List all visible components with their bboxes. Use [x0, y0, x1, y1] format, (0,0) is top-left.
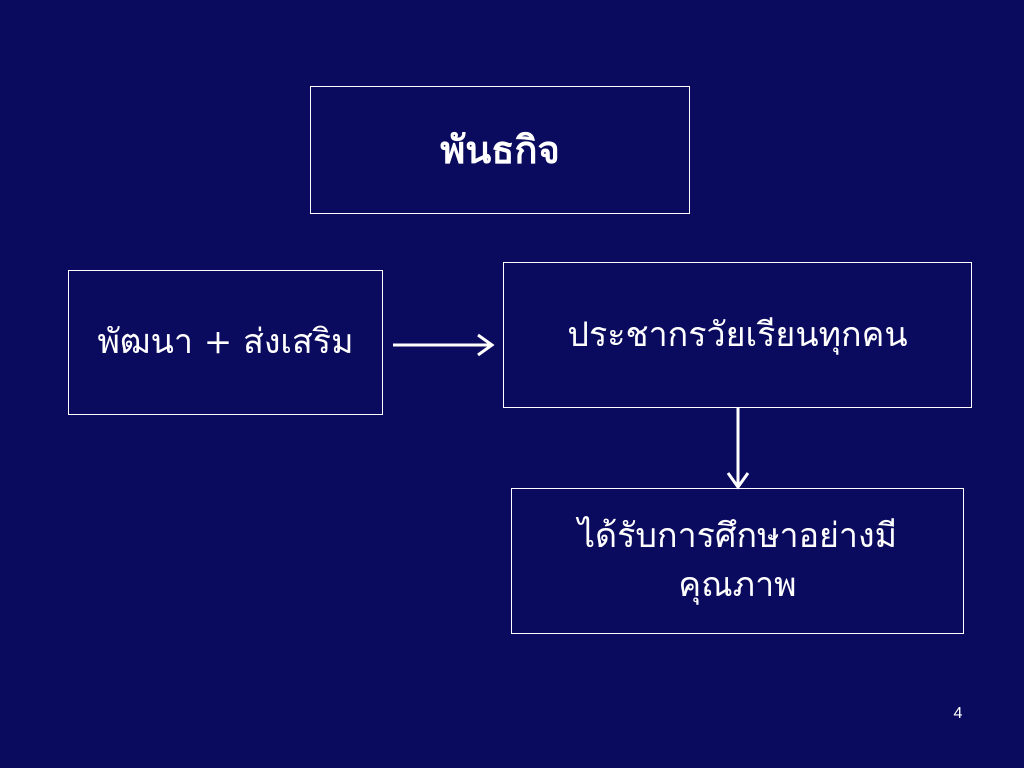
mission-title: พันธกิจ: [440, 127, 560, 173]
page-number: 4: [953, 705, 963, 722]
arrow-right-to-bottom: [726, 408, 750, 490]
arrow-left-to-right: [393, 333, 495, 357]
mission-title-box: พันธกิจ: [310, 86, 690, 214]
school-age-population-label: ประชากรวัยเรียนทุกคน: [567, 315, 908, 355]
quality-education-label: ได้รับการศึกษาอย่างมีคุณภาพ: [577, 515, 898, 605]
quality-education-box: ได้รับการศึกษาอย่างมีคุณภาพ: [511, 488, 964, 634]
develop-promote-label: พัฒนา + ส่งเสริม: [97, 321, 354, 362]
school-age-population-box: ประชากรวัยเรียนทุกคน: [503, 262, 972, 408]
develop-promote-box: พัฒนา + ส่งเสริม: [68, 270, 383, 415]
